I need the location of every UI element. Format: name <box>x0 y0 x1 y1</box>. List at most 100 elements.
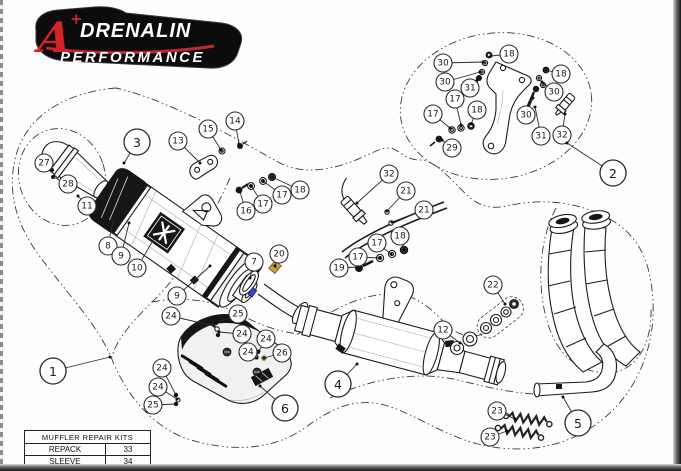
svg-text:20: 20 <box>273 250 285 260</box>
callout-1: 1 <box>39 355 112 385</box>
repair-kits-title: MUFFLER REPAIR KITS <box>24 430 151 444</box>
callout-25: 25 <box>216 304 248 324</box>
kit-number: 33 <box>105 443 151 456</box>
header-pipes-drawing <box>533 210 641 398</box>
svg-text:24: 24 <box>236 330 248 340</box>
callout-6: 6 <box>258 384 299 422</box>
table-row: REPACK 33 <box>24 443 151 456</box>
svg-text:9: 9 <box>118 252 124 262</box>
muffler-drawing <box>88 168 258 308</box>
callout-30: 30 <box>516 96 536 125</box>
callout-24: 24 <box>161 306 216 328</box>
kit-label: REPACK <box>24 443 106 456</box>
callout-11: 11 <box>76 194 97 216</box>
callout-3: 3 <box>122 128 151 165</box>
svg-text:17: 17 <box>257 200 268 210</box>
svg-text:17: 17 <box>352 253 363 263</box>
svg-text:30: 30 <box>439 78 451 88</box>
svg-text:31: 31 <box>535 132 546 142</box>
svg-text:18: 18 <box>555 70 567 80</box>
svg-text:1: 1 <box>49 364 57 379</box>
brand-logo: A + DRENALIN PERFORMANCE <box>32 6 243 69</box>
callout-18: 18 <box>544 64 571 84</box>
svg-text:27: 27 <box>38 159 49 169</box>
svg-text:25: 25 <box>147 401 158 411</box>
endcap-insert-drawing <box>41 141 109 199</box>
svg-text:23: 23 <box>484 433 495 443</box>
svg-text:8: 8 <box>105 242 111 252</box>
callout-24: 24 <box>256 329 276 353</box>
svg-text:21: 21 <box>400 187 411 197</box>
svg-text:6: 6 <box>281 401 289 416</box>
svg-text:24: 24 <box>242 348 254 358</box>
page-edge-bottom <box>0 464 681 471</box>
callout-2: 2 <box>565 141 627 187</box>
callout-17: 17 <box>249 184 273 214</box>
callout-17: 17 <box>445 89 465 127</box>
sensor-cables-drawing <box>340 177 448 259</box>
callout-17: 17 <box>367 233 393 256</box>
svg-text:11: 11 <box>81 202 92 212</box>
hanger-bracket-drawing <box>189 140 248 180</box>
svg-text:17: 17 <box>427 110 438 120</box>
page-edge-left <box>0 0 3 471</box>
svg-text:9: 9 <box>174 292 180 302</box>
svg-text:32: 32 <box>556 131 567 141</box>
callout-17: 17 <box>261 179 292 205</box>
svg-text:3: 3 <box>133 135 141 150</box>
svg-text:13: 13 <box>172 137 183 147</box>
svg-text:2: 2 <box>609 166 617 181</box>
svg-text:10: 10 <box>131 264 143 274</box>
svg-text:19: 19 <box>333 264 345 274</box>
svg-text:14: 14 <box>229 117 241 127</box>
callout-16: 16 <box>236 190 256 221</box>
svg-text:15: 15 <box>202 125 213 135</box>
svg-text:17: 17 <box>371 239 382 249</box>
repair-kits-table: MUFFLER REPAIR KITS REPACK 33 SLEEVE 34 <box>24 430 151 468</box>
callout-18: 18 <box>467 100 487 126</box>
svg-text:22: 22 <box>487 281 498 291</box>
callout-23: 23 <box>480 427 509 447</box>
svg-text:25: 25 <box>232 310 243 320</box>
svg-text:24: 24 <box>156 364 168 374</box>
svg-text:21: 21 <box>418 206 429 216</box>
svg-text:30: 30 <box>437 59 449 69</box>
callout-28: 28 <box>51 174 78 194</box>
callout-32: 32 <box>552 112 572 145</box>
callout-30: 30 <box>433 53 485 73</box>
callout-9: 9 <box>111 221 131 266</box>
svg-text:18: 18 <box>471 106 483 116</box>
svg-text:17: 17 <box>449 95 460 105</box>
callout-20: 20 <box>269 244 289 268</box>
callout-25: 25 <box>143 395 178 415</box>
callout-9: 9 <box>167 264 212 306</box>
callout-5: 5 <box>561 395 592 437</box>
callout-31: 31 <box>460 78 480 98</box>
callout-21: 21 <box>385 181 416 213</box>
callout-17: 17 <box>348 247 382 267</box>
callout-24: 24 <box>152 358 178 397</box>
callout-29: 29 <box>440 138 462 158</box>
svg-text:4: 4 <box>334 377 342 392</box>
logo-mark-plus: + <box>70 10 83 28</box>
callout-4: 4 <box>324 362 359 398</box>
logo-line2: PERFORMANCE <box>60 49 205 66</box>
callout-30: 30 <box>435 70 482 92</box>
svg-text:28: 28 <box>62 180 74 190</box>
callout-18: 18 <box>270 175 310 200</box>
callout-24: 24 <box>238 342 259 362</box>
svg-text:24: 24 <box>152 383 164 393</box>
page-edge-right <box>673 0 681 471</box>
callout-27: 27 <box>34 153 54 173</box>
callout-10: 10 <box>127 235 157 278</box>
svg-text:18: 18 <box>503 50 515 60</box>
svg-text:7: 7 <box>251 258 257 268</box>
callout-21: 21 <box>390 200 434 224</box>
svg-text:29: 29 <box>446 144 458 154</box>
svg-text:17: 17 <box>276 191 287 201</box>
svg-text:5: 5 <box>574 416 582 431</box>
callout-24: 24 <box>217 324 252 344</box>
svg-text:26: 26 <box>276 349 288 359</box>
callout-17: 17 <box>423 104 452 130</box>
